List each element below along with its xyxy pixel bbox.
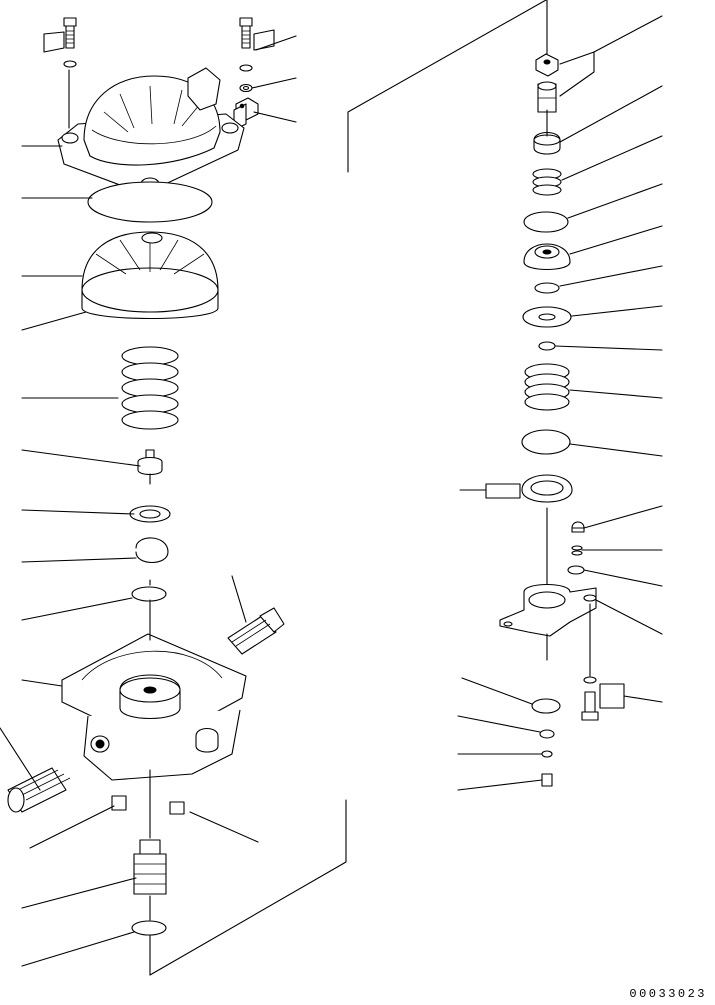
bolt-top-left (44, 18, 76, 128)
bolt-right-lower (582, 677, 624, 720)
lower-cup (82, 232, 218, 319)
right-assembly (458, 0, 662, 790)
diaphragm-upper (88, 182, 212, 222)
main-spring (122, 347, 178, 429)
cap (534, 133, 560, 155)
lower-parts-right (532, 699, 560, 786)
drawing-code: 00033023 (629, 987, 707, 1001)
leader-lines-left (0, 36, 296, 966)
spring-right (525, 364, 569, 410)
nut-top (536, 54, 558, 76)
spring-tiny (572, 546, 582, 555)
o-ring-tiny (568, 566, 584, 574)
connector-lines (150, 0, 546, 975)
washer (130, 506, 170, 522)
top-cover (58, 68, 244, 194)
small-ring-right (539, 342, 555, 350)
small-cap-right (572, 522, 584, 532)
bolt-top-right (234, 18, 274, 130)
sleeve (538, 82, 556, 112)
o-ring-right (535, 283, 559, 293)
washer-right (523, 307, 571, 327)
disc-right-1 (524, 212, 568, 232)
leader-lines-right (458, 16, 662, 790)
snap-ring (136, 538, 168, 563)
valve-body (62, 634, 246, 780)
disc-seal (132, 587, 166, 601)
valve-stem (138, 450, 162, 484)
bracket-housing (500, 585, 596, 637)
disc-lower (132, 921, 166, 935)
small-spring (533, 169, 561, 195)
plug-left (112, 796, 126, 810)
fitting-side (228, 608, 284, 654)
left-assembly (0, 18, 296, 975)
seal-cup-right (486, 475, 572, 502)
plug-right (170, 802, 184, 814)
lower-piston (134, 840, 166, 894)
fitting-left (8, 768, 70, 812)
seat-cup (524, 244, 570, 270)
disc-right-2 (522, 430, 570, 454)
